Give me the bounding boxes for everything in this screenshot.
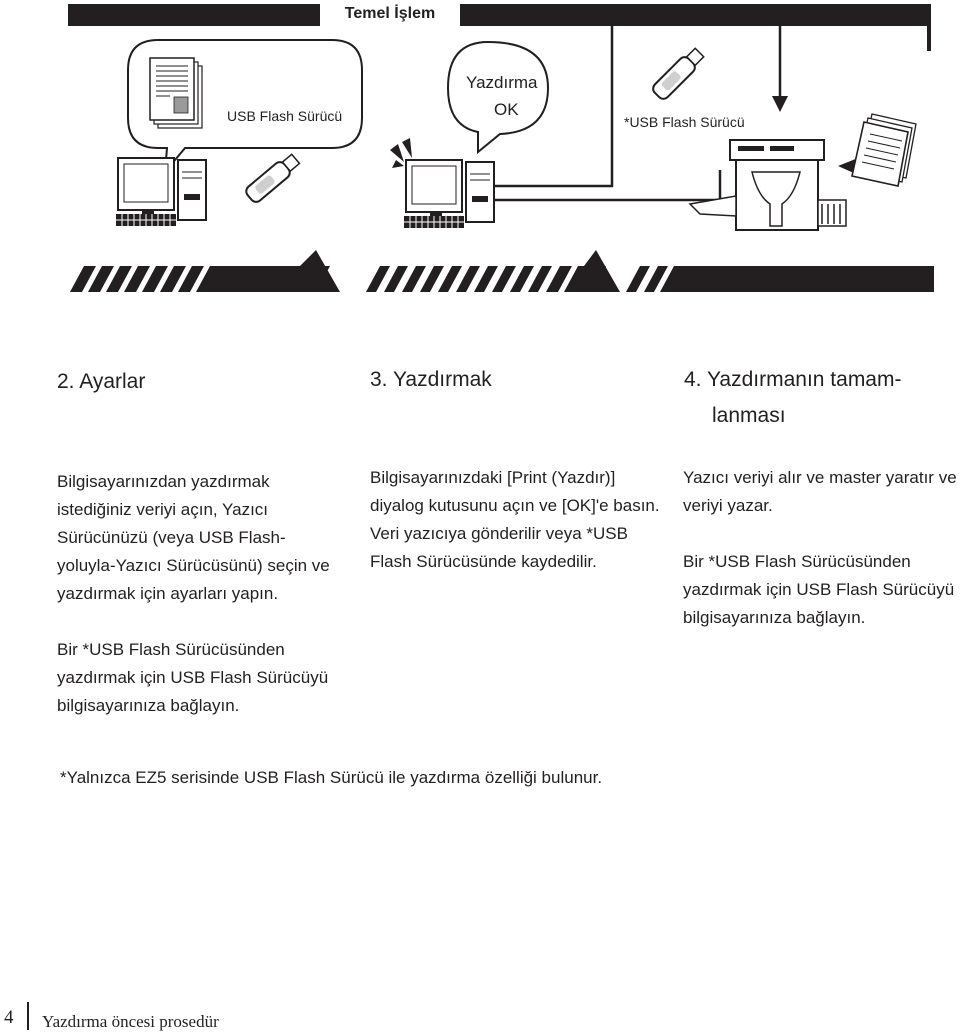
header-title: Temel İşlem: [344, 5, 436, 22]
speech-bubble-middle: [446, 40, 550, 155]
step-2-title: 2. Ayarlar: [57, 370, 146, 393]
printer-icon: [688, 139, 847, 231]
step-3-paragraph-1: Bilgisayarınızdaki [Print (Yazdır)] diya…: [370, 468, 660, 571]
step-4-paragraph-2: Bir *USB Flash Sürücüsünden yazdırmak iç…: [683, 552, 955, 627]
arrow-icon: [772, 96, 788, 112]
page-number: 4: [4, 1007, 14, 1028]
header-edge: [927, 4, 931, 51]
bubble-usb-label: USB Flash Sürücü: [227, 108, 343, 124]
flow-stripes: [70, 250, 668, 292]
header-bar-left: [68, 4, 320, 26]
signal-marks-icon: [390, 138, 412, 168]
step-2-paragraph-1: Bilgisayarınızdan yazdırmak istediğiniz …: [57, 472, 330, 603]
step-4-title: 4. Yazdırmanın tamam-: [684, 368, 902, 391]
bubble-print-label: Yazdırma: [466, 73, 538, 92]
printed-pages-icon: [851, 113, 917, 187]
workflow-illustration: [70, 16, 934, 292]
document-icon: [149, 57, 203, 129]
usb-right-label: *USB Flash Sürücü: [624, 114, 745, 130]
step-3-text: Bilgisayarınızdaki [Print (Yazdır)] diya…: [370, 464, 666, 576]
flow-band: [196, 250, 934, 292]
footnote: *Yalnızca EZ5 serisinde USB Flash Sürücü…: [60, 768, 603, 787]
computer-icon: [404, 159, 495, 228]
bubble-ok-label: OK: [494, 100, 519, 119]
step-3-title: 3. Yazdırmak: [370, 368, 492, 391]
step-4-text: Yazıcı veriyi alır ve master yaratır ve …: [683, 464, 957, 632]
step-4-title-cont: lanması: [712, 404, 786, 427]
step-2-paragraph-2: Bir *USB Flash Sürücüsünden yazdırmak iç…: [57, 640, 329, 715]
step-4-paragraph-1: Yazıcı veriyi alır ve master yaratır ve …: [683, 468, 957, 515]
computer-icon: [116, 157, 207, 226]
footer-section-title: Yazdırma öncesi prosedür: [42, 1012, 219, 1031]
usb-drive-icon: [652, 47, 705, 100]
header-bar-right: [460, 4, 931, 26]
footer-divider: [27, 1002, 29, 1030]
usb-drive-icon: [245, 153, 301, 203]
step-2-text: Bilgisayarınızdan yazdırmak istediğiniz …: [57, 468, 343, 720]
